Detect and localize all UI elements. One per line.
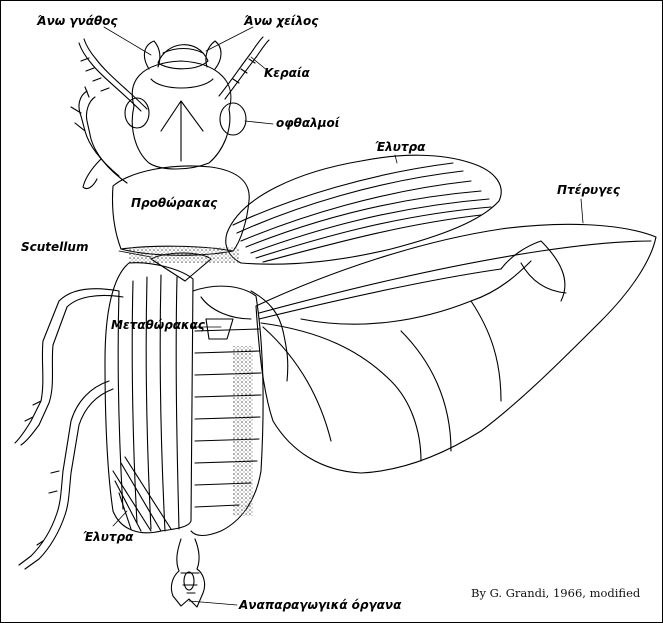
label-prothorax: Προθώρακας (131, 197, 217, 209)
label-eyes: οφθαλμοί (276, 117, 339, 129)
reproductive-organs (171, 539, 204, 607)
head (125, 61, 246, 169)
antennae (79, 37, 269, 111)
label-scutellum: Scutellum (21, 241, 88, 253)
pronotum (112, 166, 249, 255)
closed-elytron (105, 263, 193, 533)
label-antenna: Κεραία (264, 67, 310, 79)
label-wings: Πτέρυγες (557, 184, 620, 196)
label-upper-jaw: Άνω γνάθος (37, 15, 118, 27)
label-elytra-bottom: Έλυτρα (83, 531, 133, 543)
label-metathorax: Μεταθώρακας (111, 319, 205, 331)
label-elytra-top: Έλυτρα (375, 141, 425, 153)
lifted-elytron (226, 155, 501, 264)
label-reproductive-organs: Αναπαραγωγικά όργανα (239, 599, 401, 611)
scutellum (129, 247, 239, 281)
image-credit: By G. Grandi, 1966, modified (471, 588, 640, 600)
label-upper-lip: Άνω χείλος (244, 15, 318, 27)
front-leg (71, 87, 127, 189)
